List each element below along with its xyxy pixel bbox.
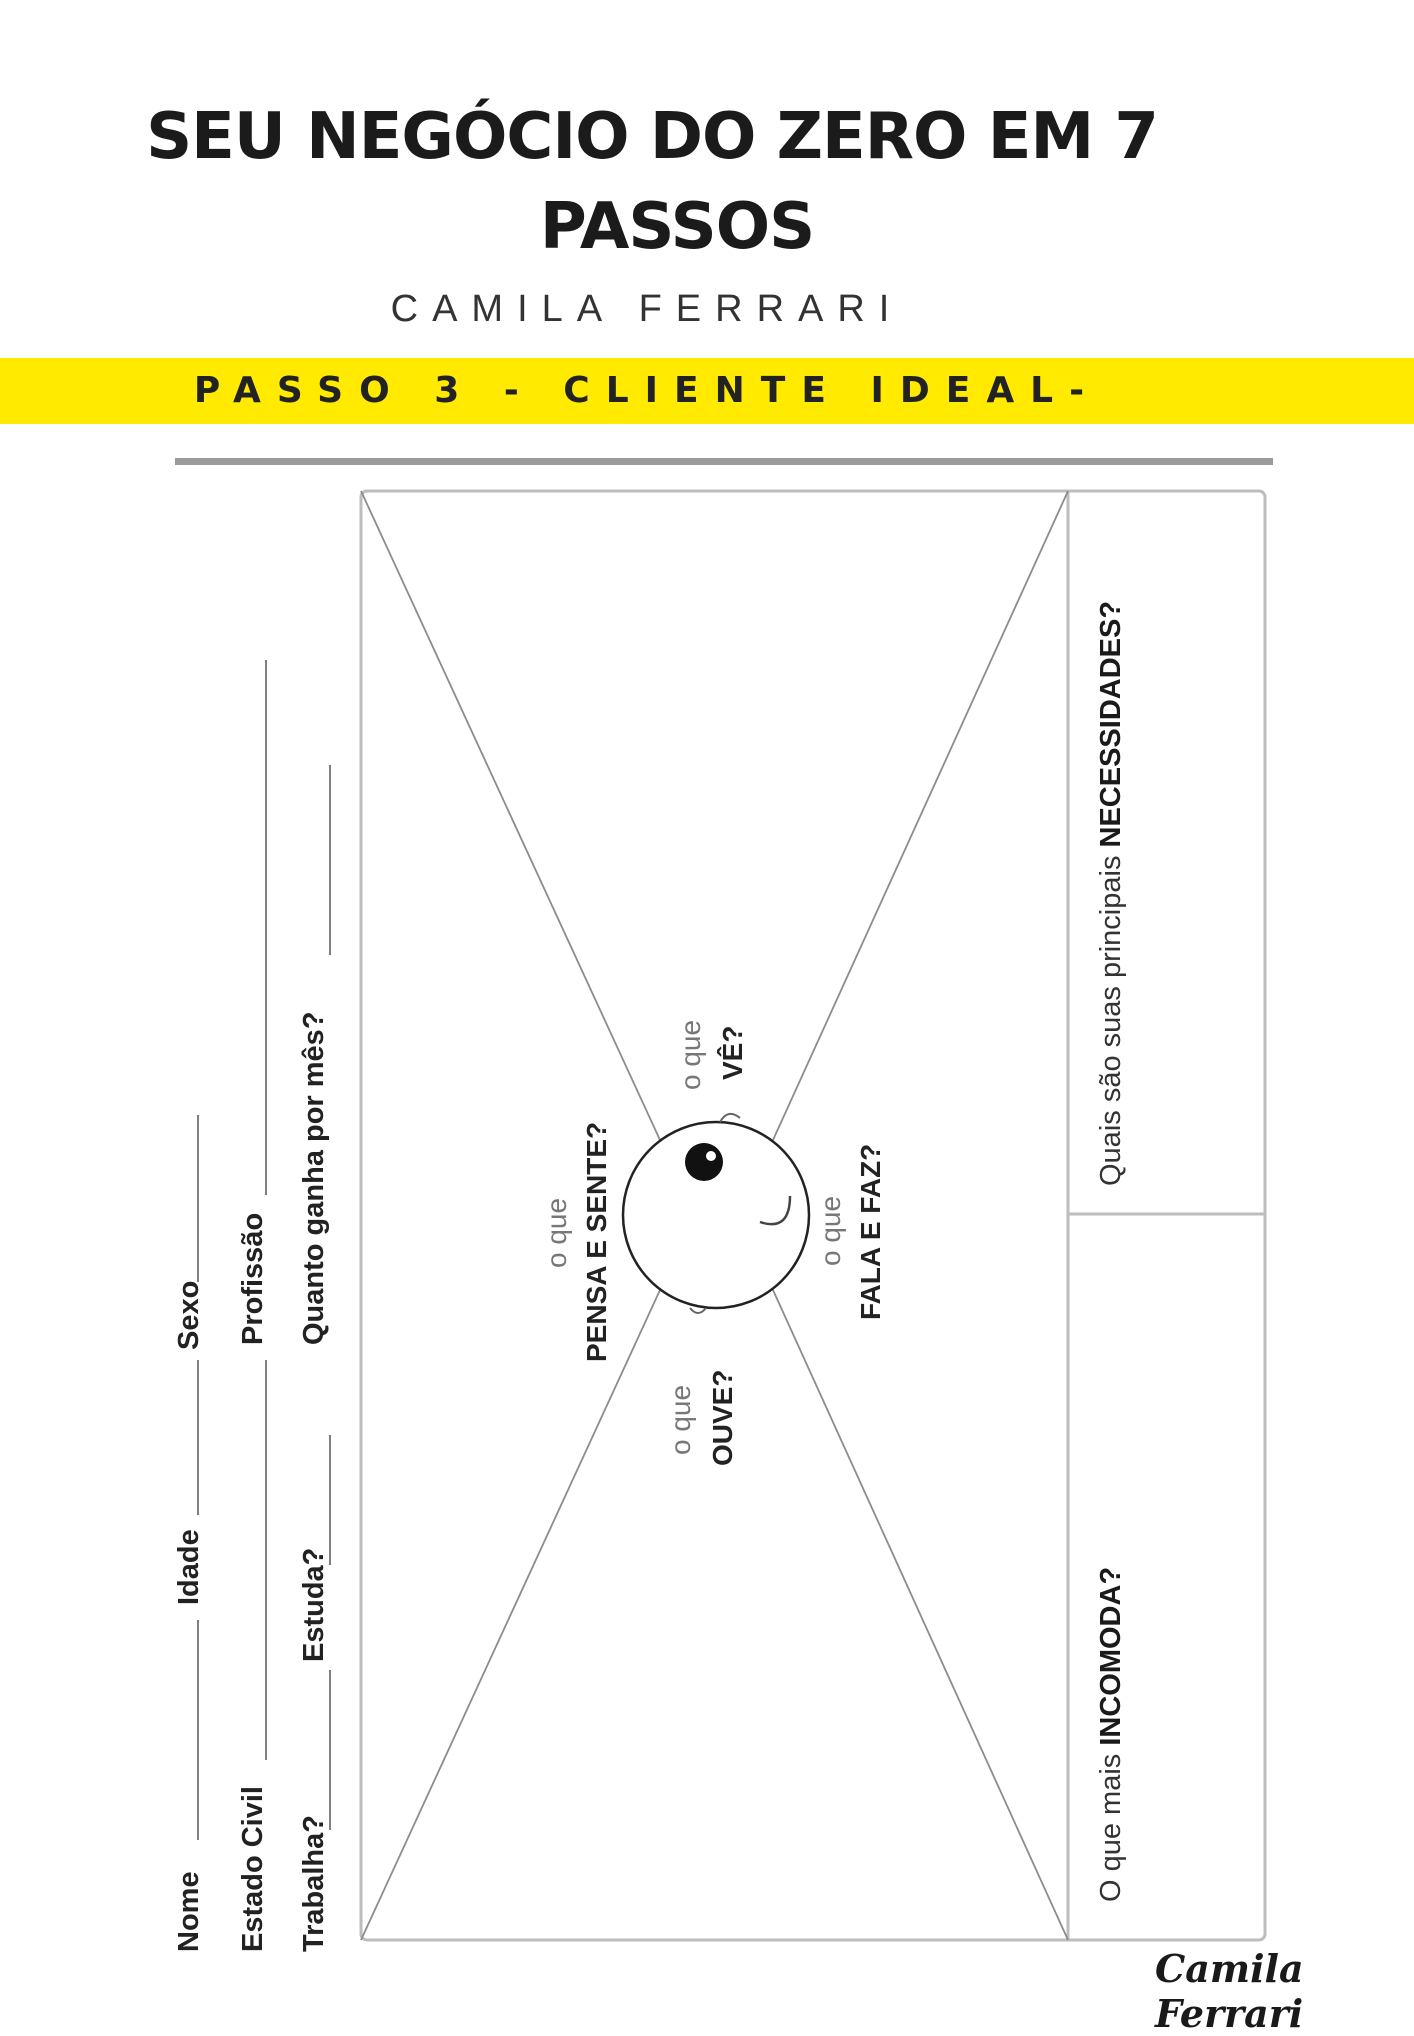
quadrant-diagonals [360, 490, 1069, 1941]
profile-fields: Nome Idade Sexo Estado Civil Profissão T… [173, 1011, 330, 1952]
divider [175, 458, 1273, 465]
ouve-label: OUVE? [707, 1370, 738, 1466]
label-profissao: Profissão [237, 1213, 269, 1345]
label-sexo: Sexo [173, 1281, 205, 1350]
page-title: SEU NEGÓCIO DO ZERO EM 7 PASSOS [0, 92, 1414, 272]
author-signature: Camila Ferrari [1155, 1946, 1304, 2036]
ve-label: VÊ? [717, 1026, 748, 1080]
label-quanto-ganha: Quanto ganha por mês? [298, 1011, 330, 1345]
pensa-prefix: o que [541, 1198, 572, 1268]
necessidades-prefix: Quais são suas principais [1095, 848, 1127, 1187]
step-banner: PASSO 3 - CLIENTE IDEAL- [0, 358, 1414, 424]
title-line-2: PASSOS [539, 190, 815, 264]
side-questions: Quais são suas principais NECESSIDADES? … [1095, 601, 1127, 1902]
fill-lines[interactable] [197, 660, 331, 1840]
head-icon [621, 1112, 811, 1314]
incomoda-keyword: INCOMODA? [1095, 1567, 1127, 1746]
label-estado-civil: Estado Civil [237, 1786, 269, 1952]
label-estuda: Estuda? [298, 1548, 330, 1662]
quadrant-labels: o que PENSA E SENTE? o que VÊ? o que FAL… [541, 1020, 886, 1466]
step-banner-label: PASSO 3 - CLIENTE IDEAL- [193, 370, 1101, 411]
eye-icon [685, 1143, 723, 1181]
title-line-1: SEU NEGÓCIO DO ZERO EM 7 [146, 100, 1159, 174]
fala-label: FALA E FAZ? [855, 1144, 886, 1320]
label-trabalha: Trabalha? [298, 1815, 330, 1952]
ouve-prefix: o que [665, 1385, 696, 1455]
fala-prefix: o que [815, 1196, 846, 1266]
incomoda-prefix: O que mais [1095, 1746, 1127, 1902]
label-idade: Idade [173, 1529, 205, 1605]
ve-prefix: o que [675, 1020, 706, 1090]
author-name: CAMILA FERRARI [390, 288, 904, 330]
necessidades-question: Quais são suas principais NECESSIDADES? [1095, 601, 1127, 1186]
incomoda-question: O que mais INCOMODA? [1095, 1567, 1127, 1902]
pensa-label: PENSA E SENTE? [581, 1122, 612, 1362]
necessidades-keyword: NECESSIDADES? [1095, 601, 1127, 848]
label-nome: Nome [173, 1871, 205, 1952]
